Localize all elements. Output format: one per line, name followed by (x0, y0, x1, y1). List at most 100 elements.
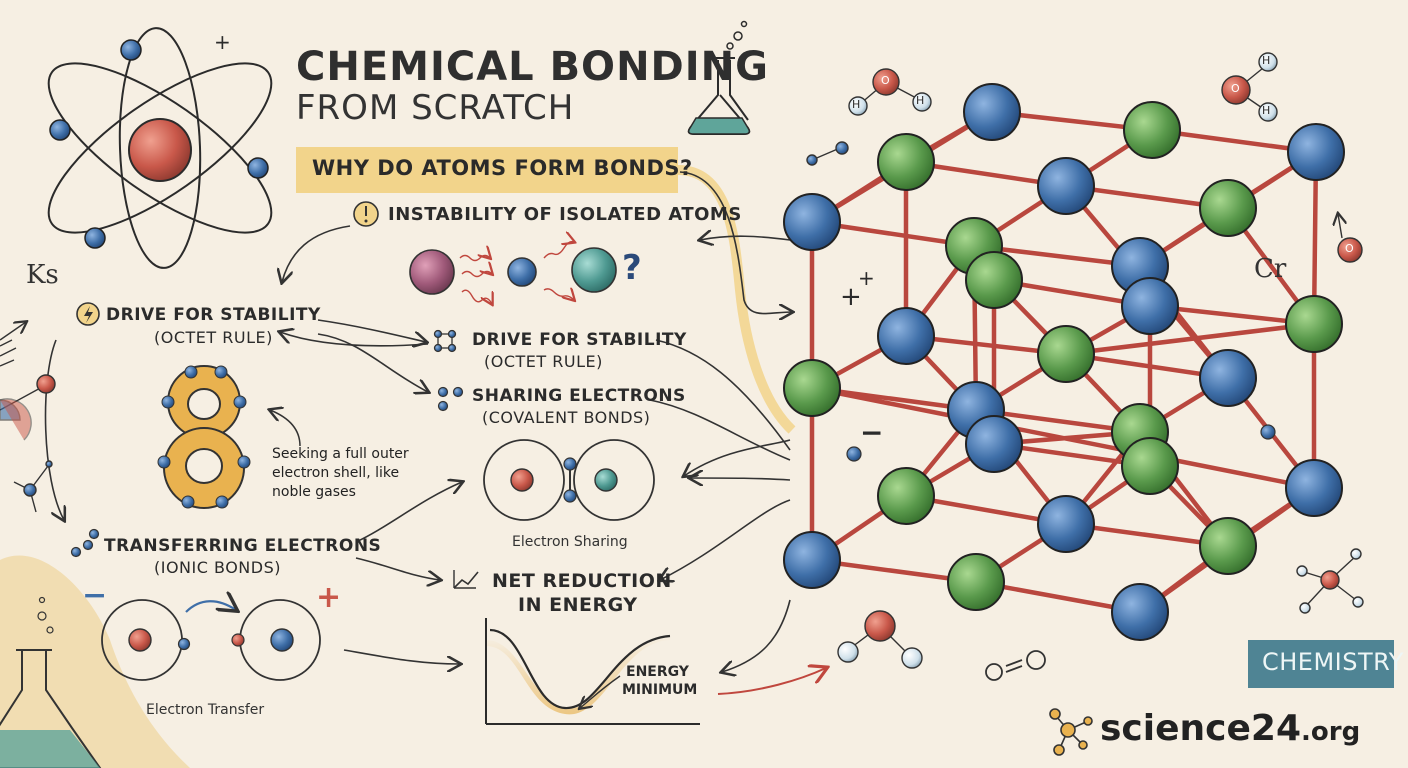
small-molecule (806, 141, 849, 166)
stray-atom (846, 446, 862, 462)
isolated-atom-teal (571, 247, 617, 293)
question-mark: ? (622, 248, 642, 288)
electron (120, 39, 142, 61)
octet-digit: 8 (184, 365, 185, 366)
energy-minimum-line2: MINIMUM (622, 682, 698, 698)
lattice-atom-blue (1121, 277, 1179, 335)
instability-heading: INSTABILITY OF ISOLATED ATOMS (388, 204, 742, 225)
energy-heading-line2: IN ENERGY (518, 594, 638, 616)
doodle-ks: Ks (26, 260, 59, 290)
lattice-atom-green (877, 133, 935, 191)
chemistry-tag (1248, 640, 1394, 688)
o2-doodle (985, 650, 1046, 681)
page-subtitle: FROM SCRATCH (296, 88, 575, 128)
energy-well-graph (485, 618, 700, 725)
doodle-minus: − (860, 416, 884, 449)
flask-icon (687, 20, 751, 135)
negative-charge: − (82, 578, 108, 613)
h-label: H (1262, 54, 1271, 67)
h-label: H (916, 94, 925, 107)
doodle-plus-b: + (858, 266, 875, 290)
lattice-atom-blue (1111, 583, 1169, 641)
lattice-atom-blue (1199, 349, 1257, 407)
brand-tld: .org (1301, 717, 1361, 747)
sharing-sub: (COVALENT BONDS) (482, 408, 651, 427)
connector-arrow (679, 171, 792, 314)
transfer-caption: Electron Transfer (146, 702, 265, 718)
lattice-atom-green (877, 467, 935, 525)
warning-icon-dot (364, 219, 368, 223)
positive-charge: + (316, 580, 342, 615)
sharing-heading: SHARING ELECTRONS (472, 386, 686, 406)
drive-stability-left-heading: DRIVE FOR STABILITY (106, 305, 321, 325)
lattice-atom-green (1037, 325, 1095, 383)
energy-heading-line1: NET REDUCTION (492, 570, 672, 592)
squiggle-arrows (459, 242, 574, 304)
doodle-plus-top: + (214, 30, 231, 54)
o-label: O (1231, 82, 1240, 95)
lattice-atom-blue (963, 83, 1021, 141)
transfer-heading: TRANSFERRING ELECTRONS (104, 536, 382, 556)
o-label: O (1345, 242, 1354, 255)
lattice-bond (1063, 321, 1317, 357)
lattice-atom-blue (1287, 123, 1345, 181)
page-title: CHEMICAL BONDING (296, 44, 769, 90)
question-banner (296, 147, 678, 193)
red-arrow (717, 668, 826, 695)
chart-icon (453, 571, 479, 589)
o-label: O (881, 74, 890, 87)
brand-logo-text[interactable]: science24.org (1100, 708, 1360, 749)
octet-eight-figure (157, 365, 251, 509)
water-molecule-top (848, 68, 932, 116)
drive-stability-mid-sub: (OCTET RULE) (484, 352, 603, 371)
watercolor-wash (0, 555, 190, 768)
water-molecule-topright (1221, 52, 1278, 122)
energy-minimum-arrow (580, 675, 621, 708)
chemistry-tag-text: CHEMISTRY (1262, 648, 1404, 676)
energy-minimum-line1: ENERGY (626, 664, 689, 680)
lattice-atom-green (1199, 179, 1257, 237)
lattice-bond (809, 385, 1317, 491)
doodle-cr: Cr (1254, 254, 1287, 284)
flow-arrows (44, 225, 791, 672)
isolated-atom-purple (409, 249, 455, 295)
h-label: H (1262, 104, 1271, 117)
oxygen-atom-right (1338, 214, 1363, 263)
electron (49, 119, 71, 141)
bubble (46, 626, 54, 634)
transfer-icon (70, 528, 100, 558)
doodle-plus-a: + (840, 282, 862, 312)
question-banner-text: WHY DO ATOMS FORM BONDS? (312, 156, 693, 180)
brand-name: science24 (1100, 708, 1302, 749)
lattice-atom-green (947, 553, 1005, 611)
lattice-atom-blue (1037, 157, 1095, 215)
lattice-atom-green (1123, 101, 1181, 159)
transfer-sub: (IONIC BONDS) (154, 558, 281, 577)
branched-molecule (1296, 548, 1364, 614)
nucleus (128, 118, 192, 182)
stray-atom (1260, 424, 1276, 440)
electron (84, 227, 106, 249)
logo-molecule-icon (1049, 708, 1093, 756)
lattice-atom-green (1199, 517, 1257, 575)
sharing-icon (437, 386, 464, 412)
crystal-lattice (783, 83, 1345, 641)
lattice-atom-blue (783, 531, 841, 589)
water-molecule-bottom (837, 610, 923, 669)
drive-stability-left-sub: (OCTET RULE) (154, 328, 273, 347)
sharing-caption: Electron Sharing (512, 534, 628, 550)
isolated-atom-blue (507, 257, 537, 287)
lattice-atom-blue (877, 307, 935, 365)
lattice-atom-green (783, 359, 841, 417)
bubble (38, 596, 46, 604)
covalent-diagram (483, 439, 655, 521)
ionic-diagram (101, 600, 321, 681)
octet-note: Seeking a full outer electron shell, lik… (272, 446, 409, 500)
lattice-atom-green (1121, 437, 1179, 495)
bubble (37, 611, 47, 621)
flask-bottom-icon (0, 649, 102, 768)
lattice-atom-blue (783, 193, 841, 251)
lattice-atom-green (1285, 295, 1343, 353)
